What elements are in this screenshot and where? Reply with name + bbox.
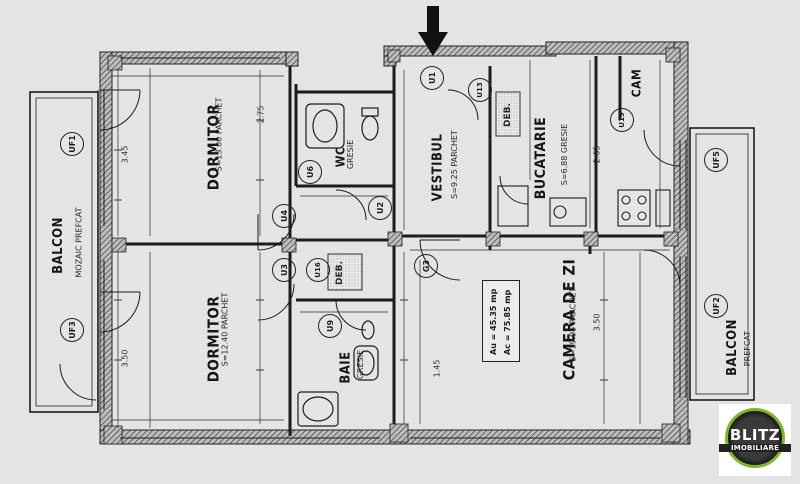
room-detail-camera-de-zi: S=19.95 PARCHET	[568, 287, 578, 362]
room-detail-balcon-right: PREFCAT	[743, 330, 753, 367]
dimension-label: 3.50	[592, 313, 602, 332]
dimension-lines	[112, 60, 670, 428]
area-summary-box: Au = 45.35 mp Ac = 75.85 mp	[482, 280, 520, 362]
blitz-imobiliare-logo: BLITZ IMOBILIARE	[719, 404, 791, 476]
room-label-baie: BAIE	[338, 351, 354, 384]
room-detail-vestibul: S=9.25 PARCHET	[449, 130, 459, 199]
kitchen-fixtures	[497, 185, 671, 227]
dimension-label: 3.45	[120, 145, 130, 164]
tag-u4: U4	[272, 204, 296, 228]
balcony-left	[29, 91, 99, 413]
tag-u1: U1	[420, 66, 444, 90]
logo-word: BLITZ	[729, 426, 781, 444]
room-label-deb-mid: DEB.	[334, 261, 345, 285]
tag-uf2: UF2	[704, 294, 728, 318]
room-label-bucatarie: BUCATARIE	[533, 116, 550, 200]
door-swings	[59, 89, 681, 401]
area-summary-line-1: Au = 45.35 mp	[489, 288, 498, 355]
tag-u2: U2	[368, 196, 392, 220]
room-detail-baie: GRESIE	[356, 349, 366, 380]
logo-subtitle: IMOBILIARE	[719, 444, 791, 452]
tag-u9: U9	[318, 314, 342, 338]
room-label-cam: CAM	[629, 68, 644, 98]
dimension-label: 2.65	[592, 145, 602, 164]
tag-u6: U6	[298, 160, 322, 184]
tag-u19: U19	[610, 108, 634, 132]
tag-u16: U16	[306, 258, 330, 282]
room-label-vestibul: VESTIBUL	[430, 133, 446, 202]
room-detail-dormitor-top: S=13.00 PARCHET	[214, 97, 224, 172]
room-label-balcon-left: BALCON	[50, 217, 66, 274]
tag-g3: G3	[414, 254, 438, 278]
tag-u13: U13	[468, 78, 492, 102]
tag-u3: U3	[272, 258, 296, 282]
logo-ring-icon	[725, 408, 785, 468]
room-label-balcon-right: BALCON	[724, 319, 740, 376]
dimension-label: 1.45	[432, 359, 442, 378]
tag-uf5: UF5	[704, 148, 728, 172]
tag-uf1: UF1	[60, 132, 84, 156]
room-label-deb-top: DEB.	[502, 103, 513, 127]
room-detail-wc: GRESIE	[346, 139, 356, 170]
dimension-label: 3.50	[120, 349, 130, 368]
tag-uf3: UF3	[60, 318, 84, 342]
balcony-right	[689, 127, 755, 401]
exterior-walls	[99, 41, 691, 445]
area-summary-line-2: Ac = 75.85 mp	[503, 289, 512, 355]
sanitary-fixtures	[297, 103, 379, 427]
room-detail-balcon-left: MOZAIC PREFCAT	[74, 207, 84, 278]
entrance-arrow-icon	[418, 6, 448, 56]
room-detail-bucatarie: S=6.88 GRESIE	[560, 123, 570, 186]
dimension-label: 2.75	[256, 105, 266, 124]
room-detail-dormitor-bottom: S=12.40 PARCHET	[220, 292, 230, 367]
